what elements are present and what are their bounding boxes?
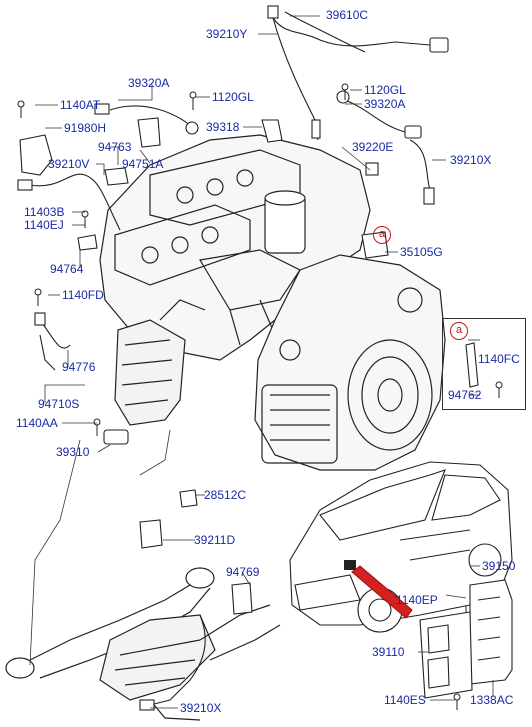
part-94751A: 94751A xyxy=(122,157,164,171)
exhaust-manifold-upper xyxy=(114,299,206,426)
part-94769: 94769 xyxy=(226,565,260,579)
part-39320A-right: 39320A xyxy=(364,97,406,111)
part-35105G: 35105G xyxy=(400,245,443,259)
part-94764: 94764 xyxy=(50,262,84,276)
sensor-wiring xyxy=(17,5,449,711)
part-39211D: 39211D xyxy=(194,533,236,547)
exhaust-pipe-lower xyxy=(5,567,281,721)
part-39320A-top: 39320A xyxy=(128,76,170,90)
detail-a-marker-engine: a xyxy=(373,226,391,244)
leader-lines xyxy=(29,15,494,709)
part-1140FD: 1140FD xyxy=(62,288,104,302)
part-94710S: 94710S xyxy=(38,397,80,411)
part-94776: 94776 xyxy=(62,360,96,374)
detail-a-box xyxy=(442,318,526,410)
part-28512C: 28512C xyxy=(204,488,247,502)
part-39210X-bottom: 39210X xyxy=(180,701,222,715)
part-39610C: 39610C xyxy=(326,8,369,22)
ecu-location-marker xyxy=(344,560,356,570)
part-39210X-top: 39210X xyxy=(450,153,492,167)
part-1140FC: 1140FC xyxy=(478,352,520,366)
part-1140AT: 1140AT xyxy=(60,98,101,112)
part-1140EP: 1140EP xyxy=(396,593,438,607)
part-1140EJ: 1140EJ xyxy=(24,218,64,232)
engine-block xyxy=(99,134,371,361)
part-1120GL-top: 1120GL xyxy=(212,90,254,104)
part-39318: 39318 xyxy=(206,120,240,134)
part-39220E: 39220E xyxy=(352,140,394,154)
part-94763: 94763 xyxy=(98,140,132,154)
part-39150: 39150 xyxy=(482,559,516,573)
ecu-module xyxy=(419,579,513,699)
vehicle-illustration xyxy=(289,461,513,633)
part-1338AC: 1338AC xyxy=(470,693,514,707)
part-1140ES: 1140ES xyxy=(384,693,426,707)
part-39210Y: 39210Y xyxy=(206,27,248,41)
brackets xyxy=(19,117,479,615)
part-11403B: 11403B xyxy=(24,205,65,219)
part-39210V: 39210V xyxy=(48,157,90,171)
part-94762: 94762 xyxy=(448,388,482,402)
part-39110: 39110 xyxy=(372,645,405,659)
detail-a-marker-box: a xyxy=(450,322,468,340)
part-39310: 39310 xyxy=(56,445,90,459)
part-1120GL-right: 1120GL xyxy=(364,83,406,97)
part-91980H: 91980H xyxy=(64,121,107,135)
transmission xyxy=(254,254,446,471)
location-arrow xyxy=(351,565,413,619)
part-1140AA: 1140AA xyxy=(16,416,58,430)
